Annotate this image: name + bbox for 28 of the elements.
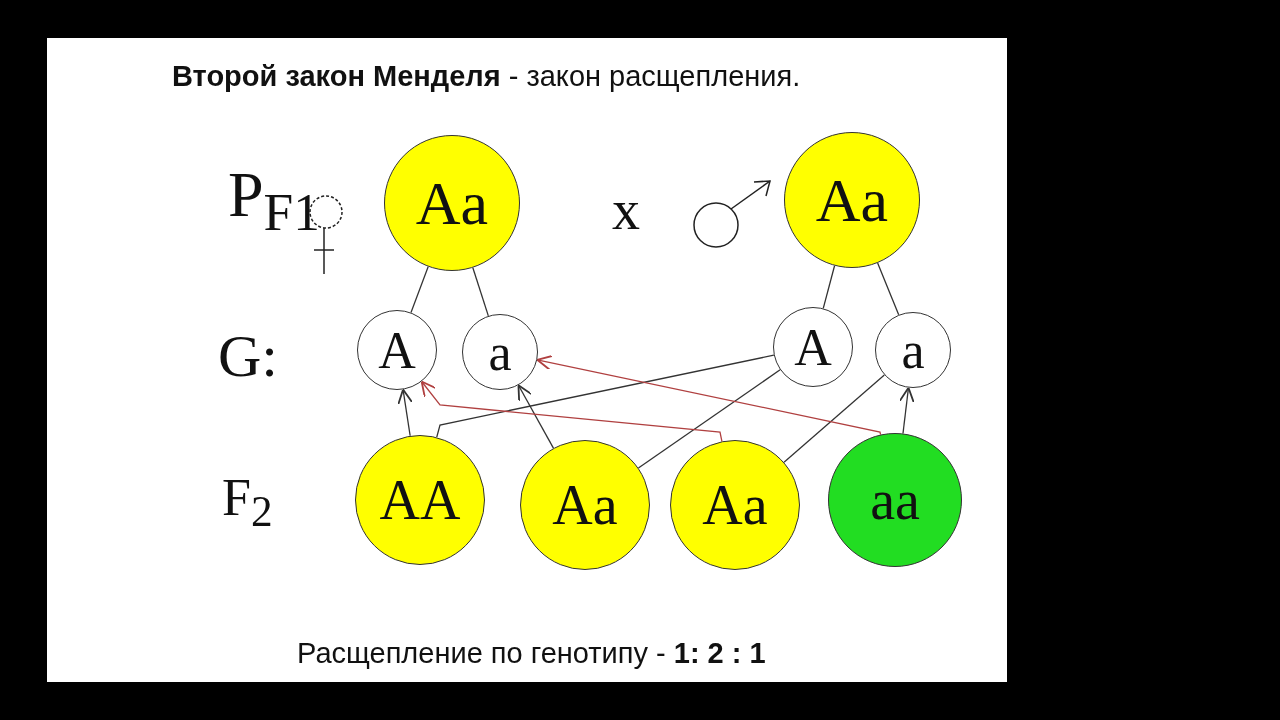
connector-line <box>822 265 836 309</box>
generation-label: G: <box>218 322 278 391</box>
connector-line <box>472 267 489 317</box>
arrow <box>517 384 555 449</box>
connector-line <box>410 266 429 314</box>
gamete-circle: a <box>875 312 951 388</box>
genotype-circle: AA <box>355 435 485 565</box>
genotype-circle: aa <box>828 433 962 567</box>
genotype-circle: Aa <box>384 135 520 271</box>
gamete-circle: A <box>773 307 853 387</box>
connector-line <box>637 369 781 469</box>
arrow <box>536 354 882 436</box>
arrow <box>397 388 413 437</box>
genotype-circle: Aa <box>520 440 650 570</box>
arrow <box>420 380 723 442</box>
connector-line <box>783 374 885 463</box>
cross-sign: x <box>612 178 640 242</box>
gamete-circle: a <box>462 314 538 390</box>
connector-line <box>436 354 775 438</box>
generation-label: F$_{2}$ <box>222 468 273 537</box>
generation-label: P$_{F1}$ <box>228 158 320 243</box>
caption: Расщепление по генотипу - 1: 2 : 1 <box>297 637 766 670</box>
genotype-circle: Aa <box>784 132 920 268</box>
arrow <box>898 386 915 435</box>
title: Второй закон Менделя - закон расщепления. <box>172 60 801 93</box>
gamete-circle: A <box>357 310 437 390</box>
genotype-circle: Aa <box>670 440 800 570</box>
connector-line <box>876 262 900 316</box>
